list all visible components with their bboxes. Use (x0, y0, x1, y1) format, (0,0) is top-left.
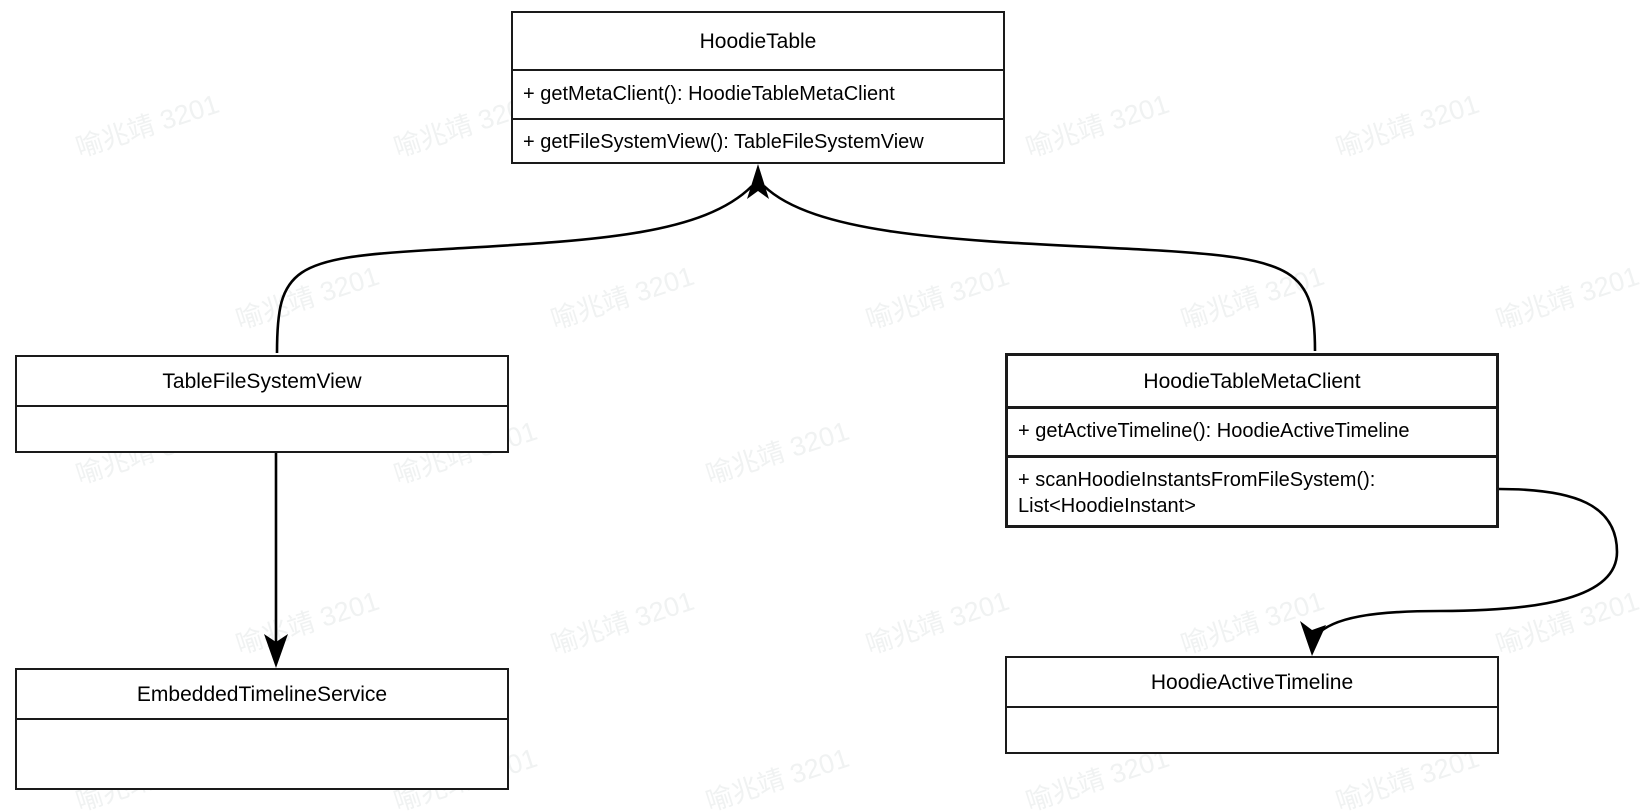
class-box-hoodietablemetaclient[interactable]: HoodieTableMetaClient + getActiveTimelin… (1005, 353, 1499, 528)
watermark-text: 喻兆靖 3201 (547, 585, 698, 661)
class-name-embeddedtimelineservice: EmbeddedTimelineService (136, 682, 388, 706)
arrowhead-into-embeddedtimelineservice (264, 634, 288, 668)
class-name-hoodietablemetaclient: HoodieTableMetaClient (1143, 369, 1361, 393)
compartment-divider (1008, 455, 1496, 458)
arrowhead-into-hoodietable (747, 164, 769, 199)
watermark-text: 喻兆靖 3201 (1177, 585, 1328, 661)
watermark-text: 喻兆靖 3201 (1492, 260, 1643, 336)
watermark-text: 喻兆靖 3201 (232, 260, 383, 336)
class-box-tablefilesystemview[interactable]: TableFileSystemView (15, 355, 509, 453)
class-members-embeddedtimelineservice (17, 720, 507, 788)
watermark-text: 喻兆靖 3201 (547, 260, 698, 336)
class-box-hoodieactivetimeline[interactable]: HoodieActiveTimeline (1005, 656, 1499, 754)
edge-hoodietablemetaclient-to-hoodietable (763, 185, 1317, 352)
watermark-text: 喻兆靖 3201 (702, 415, 853, 491)
class-box-hoodietable[interactable]: HoodieTable + getMetaClient(): HoodieTab… (511, 11, 1005, 164)
class-name-hoodietable: HoodieTable (699, 29, 817, 53)
class-members-tablefilesystemview (17, 407, 507, 453)
class-name-hoodieactivetimeline: HoodieActiveTimeline (1150, 670, 1354, 694)
watermark-text: 喻兆靖 3201 (1492, 585, 1643, 661)
watermark-text: 喻兆靖 3201 (862, 260, 1013, 336)
compartment-divider (1007, 706, 1497, 708)
compartment-divider (17, 405, 507, 407)
class-method-getactivetimeline: + getActiveTimeline(): HoodieActiveTimel… (1018, 420, 1410, 443)
watermark-text: 喻兆靖 3201 (1177, 260, 1328, 336)
class-name-tablefilesystemview: TableFileSystemView (162, 369, 362, 393)
watermark-text: 喻兆靖 3201 (862, 585, 1013, 661)
watermark-text: 喻兆靖 3201 (702, 742, 853, 812)
watermark-text: 喻兆靖 3201 (1332, 88, 1483, 164)
arrowhead-into-hoodieactivetimeline (1300, 621, 1326, 656)
class-box-embeddedtimelineservice[interactable]: EmbeddedTimelineService (15, 668, 509, 790)
watermark-text: 喻兆靖 3201 (232, 585, 383, 661)
watermark-text: 喻兆靖 3201 (1022, 88, 1173, 164)
compartment-divider (513, 69, 1003, 71)
class-method-getfilesystemview: + getFileSystemView(): TableFileSystemVi… (523, 131, 924, 154)
class-method-getmetaclient: + getMetaClient(): HoodieTableMetaClient (523, 82, 895, 105)
compartment-divider (1008, 406, 1496, 409)
compartment-divider (17, 718, 507, 720)
compartment-divider (513, 118, 1003, 120)
class-members-hoodieactivetimeline (1007, 708, 1497, 754)
edge-tablefilesystemview-to-hoodietable (275, 185, 753, 354)
class-method-scanhoodieinstantsfromfilesystem: + scanHoodieInstantsFromFileSystem(): Li… (1018, 469, 1376, 517)
watermark-text: 喻兆靖 3201 (72, 88, 223, 164)
